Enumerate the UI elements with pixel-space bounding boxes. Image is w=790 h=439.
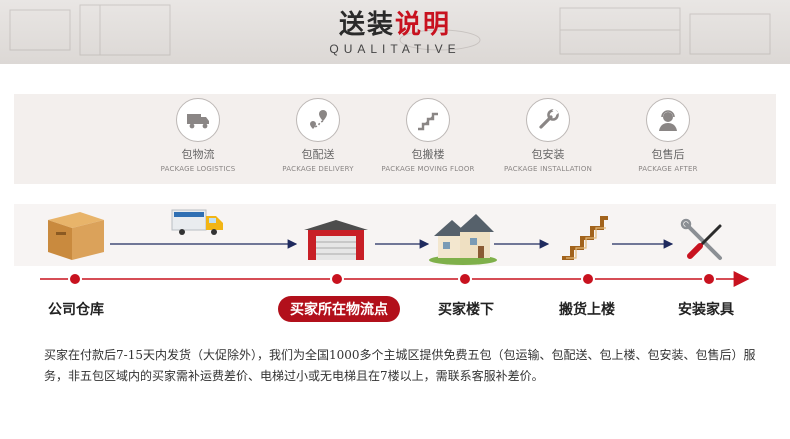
service-label-en: PACKAGE DELIVERY [282,165,354,173]
stage-label-downstairs: 买家楼下 [438,302,494,318]
timeline-dot [581,272,595,286]
delivery-truck-icon [171,209,223,235]
service-after-sales: 包售后 PACKAGE AFTER [613,98,723,173]
stairs-icon [562,216,608,260]
service-moving-floor: 包搬楼 PACKAGE MOVING FLOOR [373,98,483,173]
support-agent-icon [659,110,677,131]
timeline-dot [702,272,716,286]
service-label-en: PACKAGE INSTALLATION [503,165,593,173]
page-title: 送装说明 [0,4,790,41]
timeline-dot [458,272,472,286]
service-logistics: 包物流 PACKAGE LOGISTICS [143,98,253,173]
truck-icon [187,114,209,129]
stage-label-carry-upstairs: 搬货上楼 [559,302,615,318]
service-label-cn: 包搬楼 [411,148,445,161]
service-label-cn: 包配送 [301,148,335,161]
service-installation: 包安装 PACKAGE INSTALLATION [493,98,603,173]
service-icon-circle [176,98,220,142]
delivery-flow: 公司仓库 买家所在物流点 买家楼下 搬货上楼 安装家具 [0,190,790,330]
flow-diagram [14,204,776,287]
service-label-cn: 包安装 [531,148,565,161]
service-icon-circle [526,98,570,142]
stairs-icon [418,112,438,131]
wrench-icon [539,108,559,129]
service-icon-circle [406,98,450,142]
service-icon-circle [296,98,340,142]
cardboard-box-icon [48,212,104,260]
warehouse-icon [304,220,368,260]
timeline-dot [330,272,344,286]
service-label-en: PACKAGE MOVING FLOOR [381,165,475,173]
sketch-background [9,4,771,56]
title-red-part: 说明 [395,10,452,40]
service-label-cn: 包物流 [181,148,215,161]
tools-icon [680,218,722,260]
route-pin-icon [310,110,327,129]
service-label-en: PACKAGE AFTER [638,165,698,173]
stage-label-logistics-point: 买家所在物流点 [278,296,400,322]
house-icon [429,214,497,265]
header-banner: 送装说明 QUALITATIVE [0,0,790,64]
timeline-dot [68,272,82,286]
service-icon-circle [646,98,690,142]
service-label-cn: 包售后 [651,148,685,161]
delivery-note: 买家在付款后7-15天内发货（大促除外），我们为全国1000多个主城区提供免费五… [44,348,756,383]
services-band: 包物流 PACKAGE LOGISTICS 包配送 PACKAGE DELIVE… [14,94,776,184]
service-label-en: PACKAGE LOGISTICS [160,165,236,173]
stage-label-warehouse: 公司仓库 [48,302,104,318]
page-subtitle: QUALITATIVE [329,42,461,56]
title-black-part: 送装 [338,10,395,40]
service-delivery: 包配送 PACKAGE DELIVERY [263,98,373,173]
stage-label-install: 安装家具 [678,302,734,318]
flow-band [14,204,776,266]
